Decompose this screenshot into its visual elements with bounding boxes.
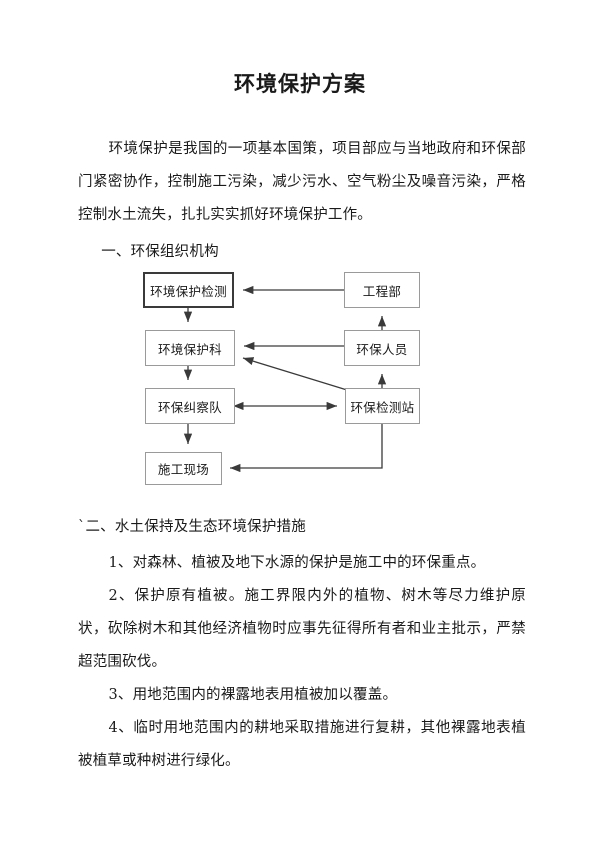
org-node-engineering-dept[interactable]: 工程部 bbox=[344, 272, 420, 308]
list-item: 4、临时用地范围内的耕地采取措施进行复耕，其他裸露地表植被植草或种树进行绿化。 bbox=[78, 720, 526, 769]
measures-list: 1、对森林、植被及地下水源的保护是施工中的环保重点。 2、保护原有植被。施工界限… bbox=[78, 547, 526, 778]
section-heading-1: 一、环保组织机构 bbox=[101, 244, 219, 260]
list-item: 3、用地范围内的裸露地表用植被加以覆盖。 bbox=[108, 687, 398, 703]
org-node-env-protection-section[interactable]: 环境保护科 bbox=[145, 330, 235, 366]
list-item: 2、保护原有植被。施工界限内外的植物、树木等尽力维护原状，砍除树木和其他经济植物… bbox=[78, 588, 526, 670]
intro-paragraph-block: 环境保护是我国的一项基本国策，项目部应与当地政府和环保部门紧密协作，控制施工污染… bbox=[78, 133, 526, 232]
list-item: 1、对森林、植被及地下水源的保护是施工中的环保重点。 bbox=[108, 555, 486, 571]
org-node-construction-site[interactable]: 施工现场 bbox=[145, 452, 222, 485]
section-heading-2: `二、水土保持及生态环境保护措施 bbox=[78, 519, 306, 535]
page-title: 环境保护方案 bbox=[234, 71, 366, 96]
org-node-env-protection-staff[interactable]: 环保人员 bbox=[344, 330, 420, 366]
org-node-env-protection-monitoring[interactable]: 环境保护检测 bbox=[143, 272, 234, 308]
org-node-env-monitoring-station[interactable]: 环保检测站 bbox=[345, 388, 420, 424]
org-node-env-patrol-team[interactable]: 环保纠察队 bbox=[145, 388, 235, 424]
intro-paragraph: 环境保护是我国的一项基本国策，项目部应与当地政府和环保部门紧密协作，控制施工污染… bbox=[78, 141, 526, 223]
